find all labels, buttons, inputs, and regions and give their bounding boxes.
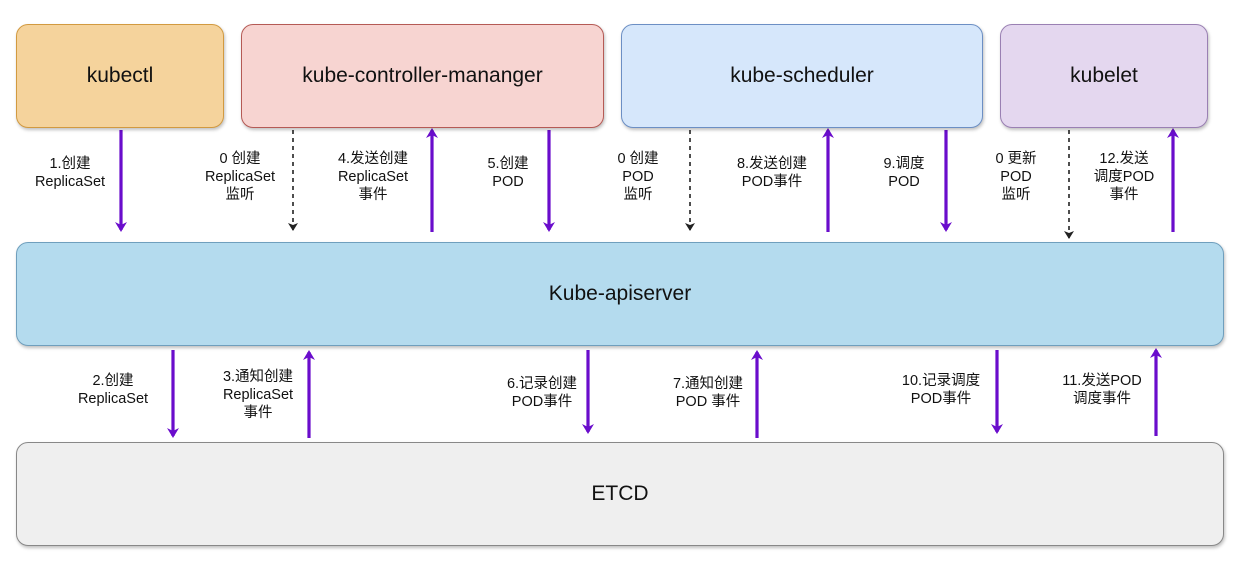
label-8-send-pod-event: 8.发送创建 POD事件: [736, 156, 808, 190]
kube-controller-manager-box: kube-controller-mananger: [241, 24, 604, 128]
label-5-create-pod: 5.创建 POD: [487, 156, 529, 190]
etcd-box: ETCD: [16, 442, 1224, 546]
etcd-label: ETCD: [591, 482, 649, 505]
kube-controller-manager-label: kube-controller-mananger: [302, 64, 543, 87]
kube-scheduler-box: kube-scheduler: [621, 24, 983, 128]
label-3-notify-replicaset-event: 3.通知创建 ReplicaSet 事件: [222, 369, 294, 421]
label-0-create-pod-watch: 0 创建 POD 监听: [617, 151, 659, 203]
label-9-schedule-pod: 9.调度 POD: [883, 156, 925, 190]
kubelet-box: kubelet: [1000, 24, 1208, 128]
label-0-create-replicaset-watch: 0 创建 ReplicaSet 监听: [204, 151, 276, 203]
kube-apiserver-box: Kube-apiserver: [16, 242, 1224, 346]
kubectl-label: kubectl: [86, 64, 154, 87]
label-11-send-pod-schedule-event: 11.发送POD 调度事件: [1062, 373, 1142, 407]
label-10-record-schedule-event: 10.记录调度 POD事件: [901, 373, 981, 407]
label-7-notify-pod-event: 7.通知创建 POD 事件: [672, 376, 744, 410]
label-1-create-replicaset: 1.创建 ReplicaSet: [34, 156, 106, 190]
label-2-create-replicaset: 2.创建 ReplicaSet: [77, 373, 149, 407]
label-12-send-schedule-pod-event: 12.发送 调度POD 事件: [1093, 151, 1155, 203]
label-0-update-pod-watch: 0 更新 POD 监听: [995, 151, 1037, 203]
kubectl-box: kubectl: [16, 24, 224, 128]
kube-scheduler-label: kube-scheduler: [730, 64, 874, 87]
label-4-send-replicaset-event: 4.发送创建 ReplicaSet 事件: [337, 151, 409, 203]
label-6-record-pod-event: 6.记录创建 POD事件: [506, 376, 578, 410]
kubelet-label: kubelet: [1070, 64, 1138, 87]
kube-apiserver-label: Kube-apiserver: [548, 282, 692, 305]
